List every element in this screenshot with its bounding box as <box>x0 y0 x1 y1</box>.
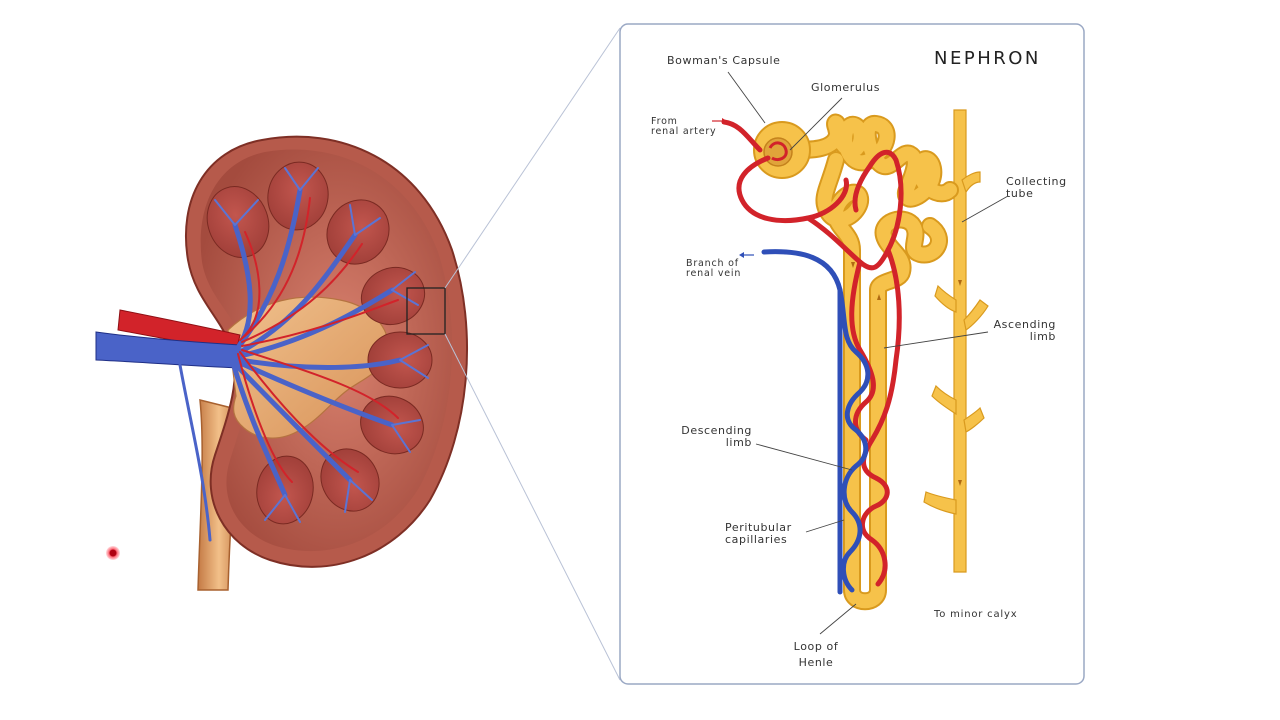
collecting-tube <box>923 109 989 573</box>
label-peritubular-capillaries: Peritubular capillaries <box>725 522 792 546</box>
small-arrows <box>712 118 754 258</box>
label-line: Loop of <box>793 640 839 653</box>
nephron-illustration <box>721 109 989 611</box>
label-line: renal vein <box>686 268 742 279</box>
zoom-region-box <box>406 287 446 335</box>
nephron-artery <box>721 119 904 587</box>
label-line: capillaries <box>725 533 788 546</box>
kidney-illustration <box>95 135 468 591</box>
label-descending-limb: Descending limb <box>664 425 752 449</box>
label-line: Ascending <box>993 318 1056 331</box>
label-collecting-tube: Collecting tube <box>1006 176 1067 200</box>
label-line: limb <box>725 436 752 449</box>
label-line: limb <box>1029 330 1056 343</box>
laser-pointer-dot <box>106 546 120 560</box>
bowmans-capsule <box>753 121 811 179</box>
label-line: Descending <box>681 424 752 437</box>
label-line: renal artery <box>651 126 717 137</box>
label-branch-renal-vein: Branch of renal vein <box>686 259 741 279</box>
label-to-minor-calyx: To minor calyx <box>934 609 1018 620</box>
zoom-line-top <box>444 27 621 289</box>
nephron-vein <box>761 249 871 595</box>
nephron-title: NEPHRON <box>934 48 1041 69</box>
label-loop-of-henle: Loop of Henle <box>776 639 856 671</box>
label-ascending-limb: Ascending limb <box>976 319 1056 343</box>
label-glomerulus: Glomerulus <box>811 81 881 94</box>
label-line: Peritubular <box>725 521 792 534</box>
label-line: Henle <box>798 656 834 669</box>
label-line: Collecting <box>1006 175 1067 188</box>
label-line: From <box>651 116 678 127</box>
vein-twigs <box>214 167 429 523</box>
zoom-line-bottom <box>444 333 621 681</box>
artery-branches <box>237 197 399 483</box>
label-line: tube <box>1006 187 1034 200</box>
leader-lines <box>727 71 1009 635</box>
label-line: Branch of <box>686 258 739 269</box>
label-from-renal-artery: From renal artery <box>651 117 716 137</box>
label-bowmans-capsule: Bowman's Capsule <box>667 54 781 67</box>
flow-arrows <box>851 262 962 486</box>
